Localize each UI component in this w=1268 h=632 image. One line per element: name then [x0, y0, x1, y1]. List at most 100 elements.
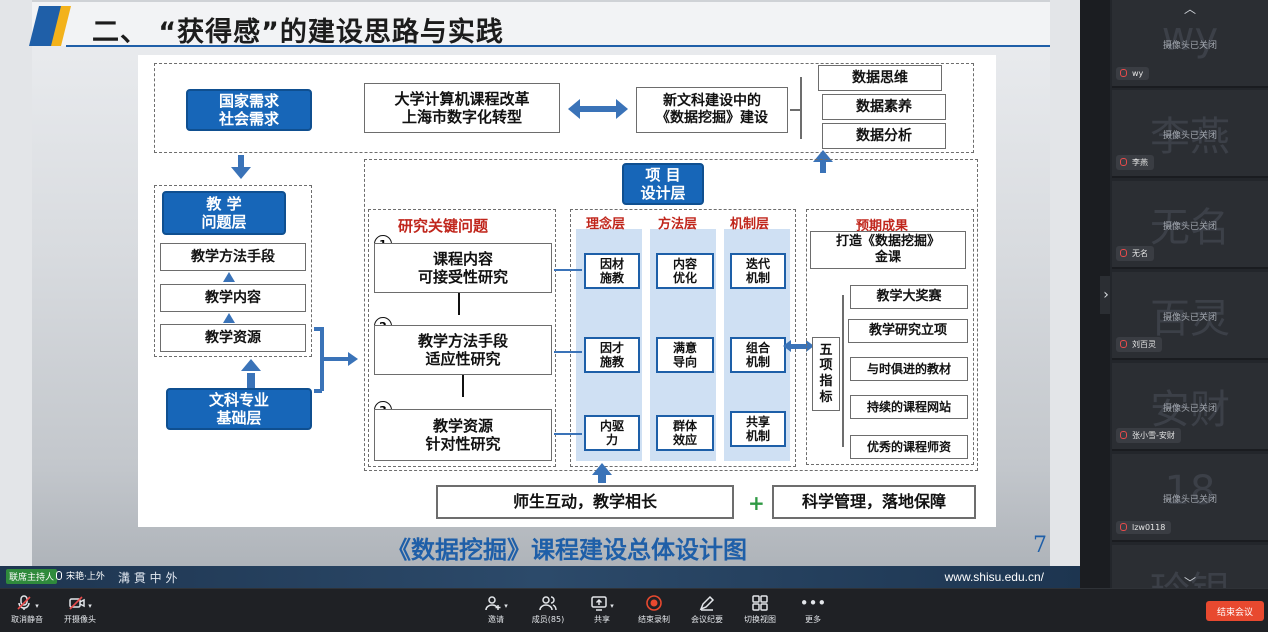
result-box-1: 教学大奖赛: [850, 285, 968, 309]
double-arrow-shaft: [578, 106, 618, 112]
link-arrow-3: [554, 433, 582, 435]
arrow-up-head-base: [241, 359, 261, 371]
active-speaker-name: 宋艳·上外: [66, 572, 105, 582]
meeting-toolbar: ▾ 取消静音 ▾ 开摄像头 ▾ 邀请 成员(85) ▾ 共享 结束录制 会议纪要: [0, 588, 1268, 632]
participant-tile[interactable]: 安财摄像头已关闭张小雪-安财: [1112, 363, 1268, 451]
participant-name-tag: 无名: [1116, 246, 1154, 261]
layers-region: [570, 209, 796, 467]
data-thinking-box: 数据思维: [818, 65, 942, 91]
reform-box: 大学计算机课程改革 上海市数字化转型: [364, 83, 560, 133]
expected-results-title: 预期成果: [856, 219, 909, 234]
arrow-up-stem-base: [247, 373, 255, 389]
mic-muted-icon: ▾: [3, 594, 51, 612]
members-button[interactable]: 成员(85): [524, 594, 572, 625]
expected-results-region: [806, 209, 974, 465]
members-icon: [524, 594, 572, 612]
mic-muted-icon: [1120, 249, 1127, 257]
camera-off-status: 摄像头已关闭: [1162, 404, 1217, 414]
share-screen-button[interactable]: ▾ 共享: [578, 594, 626, 625]
mic-muted-icon: [1120, 158, 1127, 166]
indicators-bracket: [842, 295, 844, 447]
connector-d: [322, 357, 350, 361]
double-arrow-left-head: [568, 99, 580, 119]
arrow-up-small-1: [223, 272, 235, 282]
unmute-label: 取消静音: [11, 615, 43, 624]
collapse-panel-button[interactable]: ›: [1100, 276, 1112, 314]
idea-box-2: 因才 施教: [584, 337, 640, 373]
participant-tile[interactable]: 李燕摄像头已关闭李燕: [1112, 90, 1268, 178]
participant-tile[interactable]: 百灵摄像头已关闭刘百灵: [1112, 272, 1268, 360]
chevron-up-icon[interactable]: ︿: [1183, 2, 1196, 16]
method-box-3: 群体 效应: [656, 415, 714, 451]
teaching-problem-region: [154, 185, 312, 357]
more-label: 更多: [805, 615, 821, 624]
national-demand-box: 国家需求 社会需求: [186, 89, 312, 131]
arrow-up-small-2: [223, 313, 235, 323]
link-arrow-1: [554, 269, 582, 271]
page-number: 7: [1033, 533, 1047, 558]
invite-button[interactable]: ▾ 邀请: [472, 594, 520, 625]
participant-name-tag: wy: [1116, 67, 1150, 80]
participant-name-tag: 刘百灵: [1116, 337, 1162, 352]
participant-tile[interactable]: 无名摄像头已关闭无名: [1112, 181, 1268, 269]
camera-off-status: 摄像头已关闭: [1162, 41, 1217, 51]
result-box-4: 持续的课程网站: [850, 395, 968, 419]
participant-name: wy: [1132, 69, 1144, 78]
microphone-icon: [56, 571, 62, 580]
participant-initials: 安财: [1150, 387, 1230, 433]
method-box-1: 内容 优化: [656, 253, 714, 289]
participant-name: 李燕: [1132, 158, 1148, 167]
end-meeting-button[interactable]: 结束会议: [1206, 601, 1264, 621]
double-arrow-right-head: [616, 99, 628, 119]
end-recording-label: 结束录制: [638, 615, 670, 624]
mic-muted-icon: [1120, 523, 1127, 531]
participant-initials: 无名: [1150, 205, 1230, 251]
project-design-region: [364, 159, 978, 471]
arrow-down-stem: [238, 155, 244, 169]
slide-footer: [0, 566, 1080, 588]
participant-initials: 李燕: [1150, 114, 1230, 160]
more-button[interactable]: ••• 更多: [789, 594, 837, 625]
mic-muted-icon: [1120, 340, 1127, 348]
switch-view-button[interactable]: 切换视图: [736, 594, 784, 625]
participant-name-tag: lzw0118: [1116, 521, 1172, 534]
start-video-button[interactable]: ▾ 开摄像头: [56, 594, 104, 625]
bracket-stem: [790, 109, 800, 111]
participant-name-tag: 李燕: [1116, 155, 1154, 170]
participant-name-tag: 张小雪-安财: [1116, 428, 1181, 443]
participant-initials: 玲银: [1112, 559, 1268, 588]
grid-view-icon: [736, 594, 784, 612]
mic-muted-icon: [1120, 69, 1127, 77]
camera-off-status: 摄像头已关闭: [1162, 131, 1217, 141]
cohost-badge: 联席主持人: [6, 569, 58, 584]
slide-caption: 《数据挖掘》课程建设总体设计图: [387, 536, 747, 564]
project-design-layer: 项 目 设计层: [622, 163, 704, 205]
idea-box-1: 因材 施教: [584, 253, 640, 289]
meeting-minutes-button[interactable]: 会议纪要: [683, 594, 731, 625]
shared-slide: 二、 “获得感”的建设思路与实践 国家需求 社会需求 大学计算机课程改革 上海市…: [0, 0, 1080, 588]
research-box-1: 课程内容 可接受性研究: [374, 243, 552, 293]
more-dots-icon: •••: [799, 594, 827, 612]
idea-box-3: 内驱 力: [584, 415, 640, 451]
unmute-button[interactable]: ▾ 取消静音: [3, 594, 51, 625]
bracket-vertical: [800, 77, 802, 139]
teaching-content-box: 教学内容: [160, 284, 306, 312]
key-issues-title: 研究关键问题: [398, 217, 489, 235]
research-box-3: 教学资源 针对性研究: [374, 409, 552, 461]
end-recording-button[interactable]: 结束录制: [630, 594, 678, 625]
results-arrow-shaft: [790, 344, 808, 349]
col-mechanism-header: 机制层: [730, 217, 770, 232]
participant-tile[interactable]: 玲银: [1112, 545, 1268, 588]
bottom-arrow-stem: [598, 473, 606, 483]
slide-left-margin: [0, 0, 32, 588]
mechanism-box-3: 共享 机制: [730, 411, 786, 447]
add-person-icon: ▾: [472, 594, 520, 612]
key-issues-region: [368, 209, 556, 467]
data-analysis-box: 数据分析: [822, 123, 946, 149]
mechanism-box-2: 组合 机制: [730, 337, 786, 373]
chevron-down-icon[interactable]: ﹀: [1183, 576, 1196, 590]
share-label: 共享: [594, 615, 610, 624]
